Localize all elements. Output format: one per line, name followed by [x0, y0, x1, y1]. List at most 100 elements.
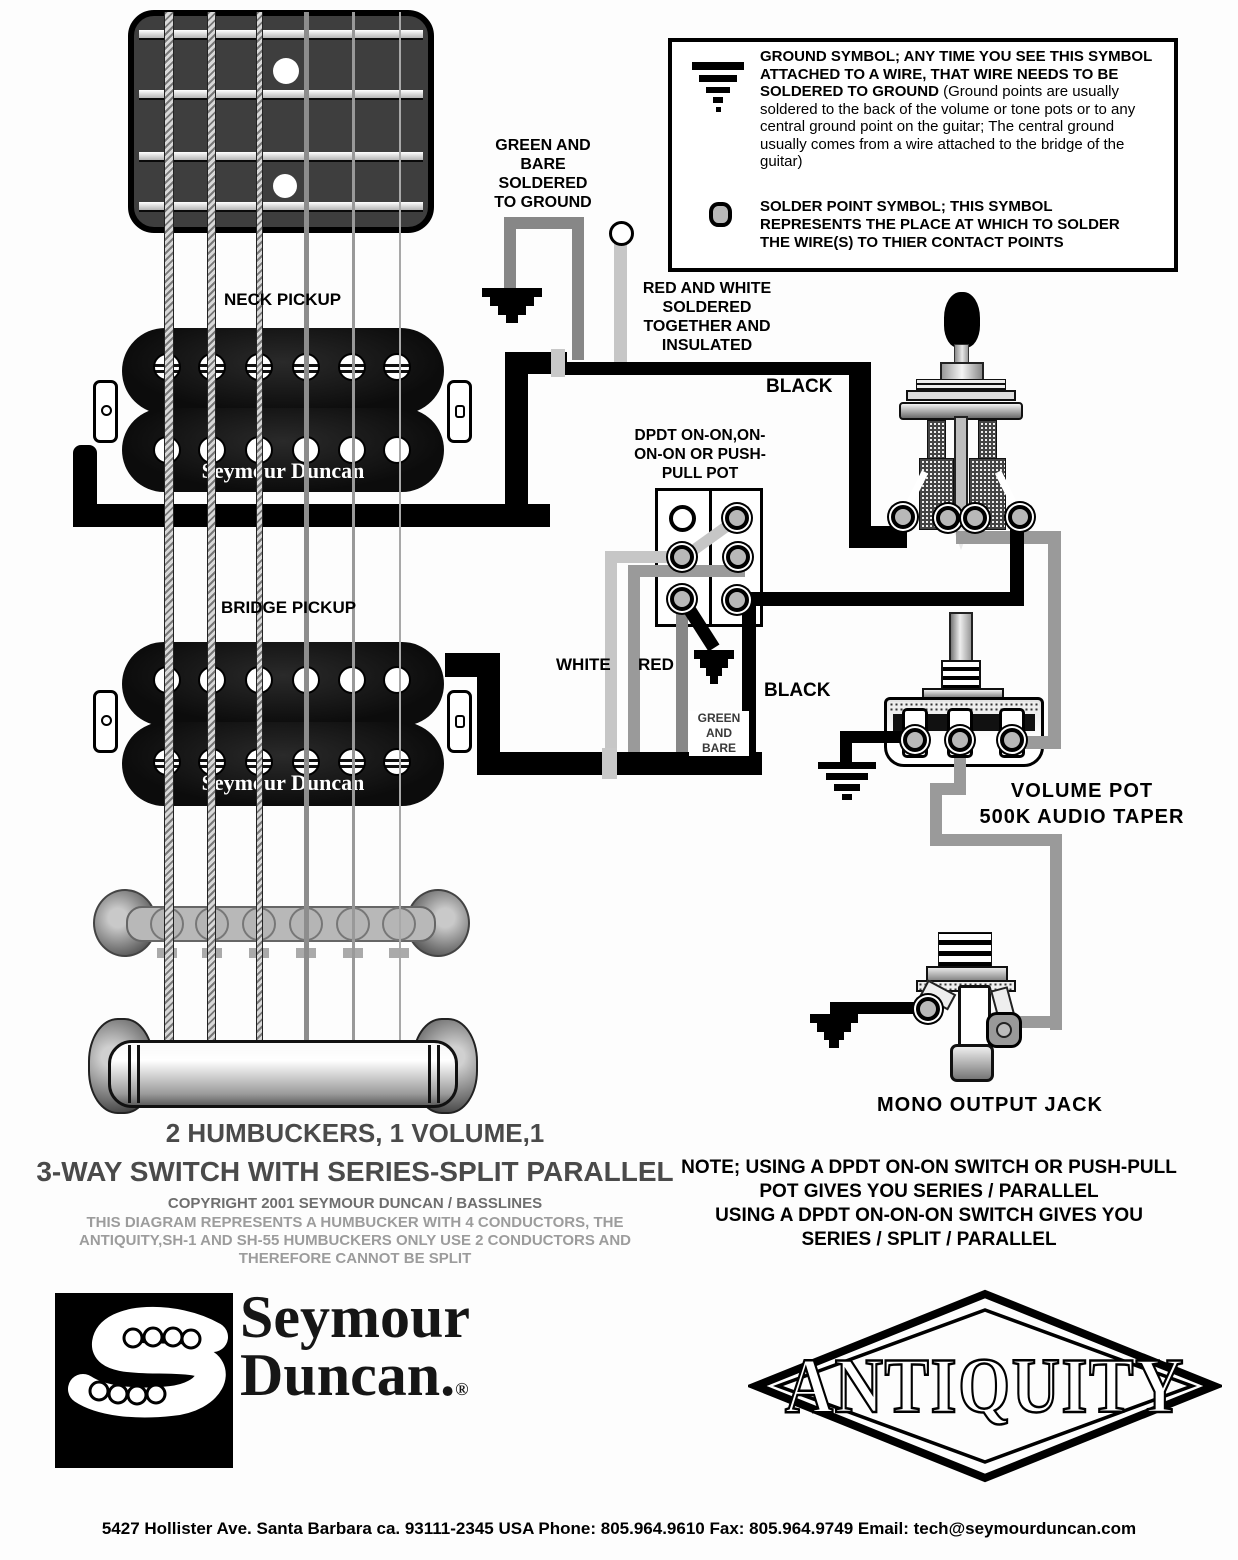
dpdt-solder-point [725, 588, 749, 612]
bridge-pickup-ear-right [447, 690, 472, 753]
toggle-lug-solder [936, 506, 960, 530]
wire-toggle-output [956, 531, 1061, 544]
logo-duncan: Duncan [240, 1342, 441, 1408]
string-B [352, 12, 355, 1043]
screw-hole [455, 715, 465, 728]
string-D [256, 12, 263, 1043]
title-block: 2 HUMBUCKERS, 1 VOLUME,1 3-WAY SWITCH WI… [30, 1118, 680, 1268]
wire-dpdt-ground-diag [678, 597, 720, 652]
neck-pole-screw [383, 353, 411, 381]
solder-point-icon [709, 202, 732, 227]
diagram-title-line2: 3-WAY SWITCH WITH SERIES-SPLIT PARALLEL [36, 1156, 674, 1187]
string-G [304, 12, 309, 1043]
legend-box: GROUND SYMBOL; ANY TIME YOU SEE THIS SYM… [668, 38, 1178, 272]
volume-lug-solder [948, 728, 972, 752]
wire-vol-to-jack [1050, 834, 1062, 1030]
wire-jack-ground [830, 1002, 922, 1014]
bridge-pole-screw [383, 748, 411, 776]
legend-ground-bold: GROUND SYMBOL; ANY TIME YOU SEE THIS SYM… [760, 48, 1152, 100]
diagram-disclaimer: THIS DIAGRAM REPRESENTS A HUMBUCKER WITH… [78, 1214, 631, 1267]
ground-arrow-neck [482, 288, 542, 323]
toggle-lug-solder [1008, 505, 1032, 529]
toggle-lug-solder [963, 506, 987, 530]
wire-green-bare-neck [504, 224, 516, 292]
bridge-pole [383, 666, 411, 694]
string-A [207, 12, 216, 1043]
cable-sleeve-bridge [602, 748, 617, 779]
wire-toggle-output [1020, 736, 1061, 749]
jack-lug-solder [916, 997, 940, 1021]
bridge-pickup-brand: Seymour Duncan [201, 770, 365, 795]
dpdt-terminal-empty [669, 505, 696, 532]
label-black-neck: BLACK [766, 376, 833, 397]
toggle-switch-coil [978, 420, 997, 464]
tailpiece-stud-slot [137, 1045, 140, 1103]
wire-neck-black [849, 526, 907, 548]
legend-ground-rest: (Ground points are usually soldered to t… [760, 83, 1136, 170]
insulated-wire-cap [609, 221, 634, 246]
string-E [164, 12, 174, 1043]
wire-green-bare-bridge [676, 603, 688, 761]
seymour-duncan-logo-text: Seymour Duncan.® [240, 1287, 570, 1420]
label-white: WHITE [556, 655, 611, 674]
neck-pickup-ear-right [447, 380, 472, 443]
wire-red-white-neck [614, 243, 627, 364]
wire-red-bridge [628, 565, 745, 577]
label-green-and-bare: GREEN AND BARE [689, 711, 749, 756]
wire-red-bridge [628, 566, 640, 762]
wire-dpdt-to-toggle [737, 592, 1024, 606]
wire-toggle-output [1048, 531, 1061, 749]
wire-neck-black [849, 362, 871, 548]
cable-sleeve-neck [551, 349, 565, 377]
screw-hole [101, 405, 112, 416]
volume-pot-texture-band [889, 702, 1039, 713]
wire-dpdt-to-toggle [1010, 518, 1024, 606]
antiquity-wordmark: ANTIQUITY [785, 1342, 1185, 1429]
tailpiece-stud-slot [437, 1045, 440, 1103]
jack-hex-solder [996, 1022, 1012, 1038]
toggle-switch-plate [906, 390, 1016, 401]
bridge-pickup-ear-left [93, 690, 118, 753]
legend-ground-text: GROUND SYMBOL; ANY TIME YOU SEE THIS SYM… [760, 48, 1164, 171]
ground-symbol-icon [692, 62, 752, 122]
registered-mark: ® [455, 1379, 469, 1399]
label-black-bridge: BLACK [764, 680, 831, 701]
label-bridge-pickup: BRIDGE PICKUP [221, 598, 357, 617]
ground-arrow-jack [810, 1014, 858, 1048]
toggle-switch-coil [927, 420, 946, 464]
seymour-duncan-logo-mark [55, 1293, 233, 1468]
wire-neck-black [565, 362, 865, 375]
antiquity-logo: ANTIQUITY [745, 1288, 1225, 1484]
screw-hole [101, 715, 112, 726]
ground-arrow-dpdt [694, 650, 734, 684]
fret [139, 152, 423, 162]
neck-pole [383, 436, 411, 464]
diagram-title-line1: 2 HUMBUCKERS, 1 VOLUME,1 [165, 1118, 545, 1148]
fret [139, 202, 423, 212]
dpdt-solder-point [670, 587, 694, 611]
ground-symbol-volume [818, 762, 876, 800]
wire-green-bare-neck [572, 217, 584, 360]
dpdt-divider [709, 491, 712, 624]
label-red: RED [638, 655, 674, 674]
wire-neck-black [505, 352, 528, 527]
label-neck-pickup: NECK PICKUP [224, 290, 342, 309]
diagram-copyright: COPYRIGHT 2001 SEYMOUR DUNCAN / BASSLINE… [167, 1195, 543, 1212]
volume-lug-solder [903, 728, 927, 752]
label-red-white-insulated: RED AND WHITE SOLDERED TOGETHER AND INSU… [642, 280, 772, 354]
wire-vol-ground [840, 731, 852, 764]
toggle-switch-coil-block [969, 458, 1006, 530]
wire-vol-ground [840, 731, 908, 743]
wire-white-bridge [605, 552, 617, 758]
screw-hole [455, 405, 465, 418]
neck-pickup-ear-left [93, 380, 118, 443]
logo-period: . [440, 1342, 456, 1408]
jack-hex-nut [986, 1012, 1022, 1048]
volume-lug-solder [1000, 728, 1024, 752]
fretboard-inlay-dot [273, 174, 297, 198]
fretboard-inlay-dot [273, 58, 299, 84]
tailpiece-stud-slot [128, 1045, 131, 1103]
label-volume-pot: VOLUME POT 500K AUDIO TAPER [979, 780, 1185, 828]
